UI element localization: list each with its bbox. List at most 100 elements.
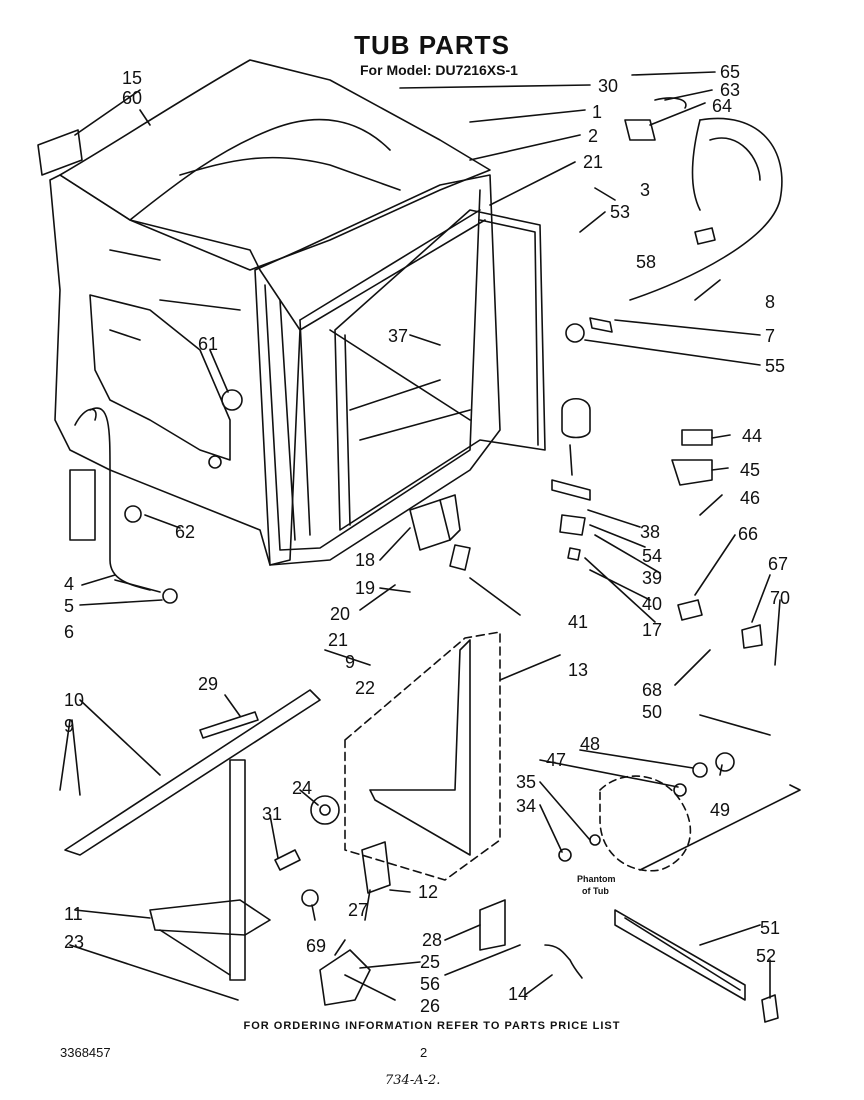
- bracket-4: [69, 469, 96, 541]
- callout-20: 20: [330, 604, 350, 624]
- tub-outer-shell: [49, 174, 301, 566]
- support-11: [149, 899, 271, 936]
- callout-22: 22: [355, 678, 375, 698]
- callout-7: 7: [765, 326, 775, 346]
- callout-6: 6: [64, 622, 74, 642]
- model-subtitle: For Model: DU7216XS-1: [360, 62, 518, 78]
- callout-38: 38: [640, 522, 660, 542]
- nut-34: [558, 848, 572, 862]
- callout-66: 66: [738, 524, 758, 544]
- callout-25: 25: [420, 952, 440, 972]
- front-brace-10: [64, 689, 321, 856]
- callout-62: 62: [175, 522, 195, 542]
- callout-29: 29: [198, 674, 218, 694]
- callout-9: 9: [345, 652, 355, 672]
- callout-51: 51: [760, 918, 780, 938]
- callout-45: 45: [740, 460, 760, 480]
- callout-31: 31: [262, 804, 282, 824]
- callout-30: 30: [598, 76, 618, 96]
- callout-53: 53: [610, 202, 630, 222]
- callout-41: 41: [568, 612, 588, 632]
- fill-hose: [89, 407, 151, 591]
- bracket-67: [741, 624, 763, 649]
- tub-side-cutout: [89, 294, 231, 461]
- grommet-55: [565, 323, 585, 343]
- page-number: 2: [420, 1045, 428, 1060]
- callout-9b: 9: [64, 716, 74, 736]
- callout-64: 64: [712, 96, 732, 116]
- page-title: TUB PARTS: [354, 30, 510, 60]
- wheel-24: [310, 795, 340, 825]
- callout-2: 2: [588, 126, 598, 146]
- callout-21b: 21: [328, 630, 348, 650]
- callout-21: 21: [583, 152, 603, 172]
- phantom-label-line1: Phantom: [577, 874, 616, 884]
- callout-39: 39: [642, 568, 662, 588]
- callout-34: 34: [516, 796, 536, 816]
- callout-3: 3: [640, 180, 650, 200]
- clip-58: [694, 227, 716, 245]
- callout-40: 40: [642, 594, 662, 614]
- bracket-27: [361, 841, 391, 894]
- callout-69: 69: [306, 936, 326, 956]
- grommet-62: [124, 505, 142, 523]
- toe-panel-13: [344, 631, 501, 881]
- callout-68: 68: [642, 680, 662, 700]
- callout-48: 48: [580, 734, 600, 754]
- washer-47: [673, 783, 687, 797]
- callout-47: 47: [546, 750, 566, 770]
- callout-65: 65: [720, 62, 740, 82]
- callout-17: 17: [642, 620, 662, 640]
- callout-28: 28: [422, 930, 442, 950]
- hose-14: [544, 944, 583, 979]
- door-frame: [254, 174, 501, 566]
- callout-58: 58: [636, 252, 656, 272]
- callout-46: 46: [740, 488, 760, 508]
- grommet-69: [301, 889, 319, 907]
- document-number: 3368457: [60, 1045, 111, 1060]
- callout-27: 27: [348, 900, 368, 920]
- callout-18: 18: [355, 550, 375, 570]
- drain-boss-61: [221, 389, 243, 411]
- phantom-label-line2: of Tub: [582, 886, 609, 896]
- leveler-31: [274, 849, 301, 871]
- callout-37: 37: [388, 326, 408, 346]
- callout-8: 8: [765, 292, 775, 312]
- hose-clamp-7: [589, 317, 613, 333]
- gusset-44: [681, 429, 713, 446]
- callout-12: 12: [418, 882, 438, 902]
- callout-10: 10: [64, 690, 84, 710]
- handwritten-note: 734-A-2.: [385, 1073, 441, 1088]
- callout-63: 63: [720, 80, 740, 100]
- callout-5: 5: [64, 596, 74, 616]
- callout-19: 19: [355, 578, 375, 598]
- callout-11: 11: [64, 904, 83, 924]
- callout-67: 67: [768, 554, 788, 574]
- callout-44: 44: [742, 426, 762, 446]
- callout-61: 61: [198, 334, 218, 354]
- washer-49: [715, 752, 735, 772]
- rail-51: [614, 909, 746, 1001]
- callout-52: 52: [756, 946, 776, 966]
- callout-26: 26: [420, 996, 440, 1016]
- callout-70: 70: [770, 588, 790, 608]
- gasket-21-lower: [344, 219, 539, 526]
- callout-23: 23: [64, 932, 84, 952]
- callout-4: 4: [64, 574, 74, 594]
- strike-29: [199, 711, 259, 739]
- clip-28: [479, 899, 506, 951]
- insulation-15: [37, 129, 83, 176]
- callout-49: 49: [710, 800, 730, 820]
- callout-24: 24: [292, 778, 312, 798]
- callout-35: 35: [516, 772, 536, 792]
- switch-66: [677, 599, 703, 621]
- gasket-21-upper: [334, 209, 546, 531]
- callout-60: 60: [122, 88, 142, 108]
- bracket-45: [671, 459, 713, 486]
- bracket-64: [624, 119, 656, 141]
- callout-50: 50: [642, 702, 662, 722]
- callout-14: 14: [508, 984, 528, 1004]
- valve-26: [319, 949, 371, 1006]
- callout-54: 54: [642, 546, 662, 566]
